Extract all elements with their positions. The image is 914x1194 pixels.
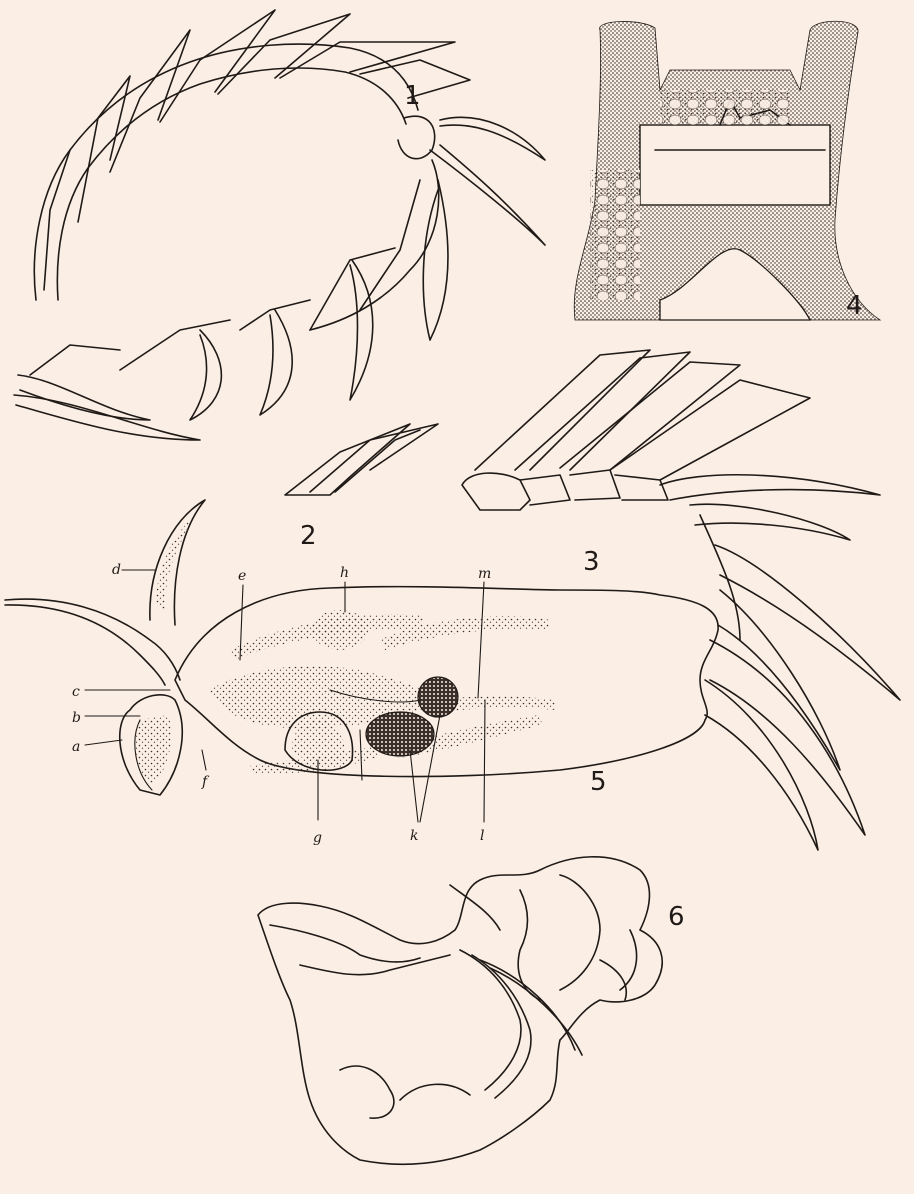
- label-e: e: [238, 568, 246, 584]
- label-h: h: [340, 565, 349, 581]
- figure-5-section: [5, 500, 718, 795]
- figure-6-number: 6: [668, 902, 685, 932]
- figure-6-organ: [258, 857, 662, 1165]
- figure-1-number: 1: [404, 81, 421, 111]
- label-a-leader: [85, 740, 122, 745]
- figure-2-claws: [285, 424, 438, 495]
- figure-4-number: 4: [846, 291, 863, 321]
- label-l-leader: [484, 700, 485, 822]
- label-b: b: [72, 710, 81, 726]
- figure-2-number: 2: [300, 521, 317, 551]
- label-l: l: [480, 828, 484, 844]
- label-a: a: [72, 739, 80, 755]
- label-g: g: [313, 830, 322, 846]
- label-m: m: [478, 566, 491, 582]
- label-f: f: [201, 774, 210, 790]
- label-c: c: [72, 684, 80, 700]
- figure-5-number: 5: [590, 767, 607, 797]
- figure-3-claw-series: [462, 350, 900, 850]
- figure-3-number: 3: [583, 547, 600, 577]
- label-m-leader: [478, 582, 484, 698]
- figure-4-segment: [574, 21, 880, 320]
- label-d: d: [112, 562, 121, 578]
- label-k-leader-1: [410, 750, 418, 822]
- figure-1-claw-series: [14, 10, 545, 440]
- label-k: k: [410, 828, 418, 844]
- label-f-leader: [202, 750, 206, 770]
